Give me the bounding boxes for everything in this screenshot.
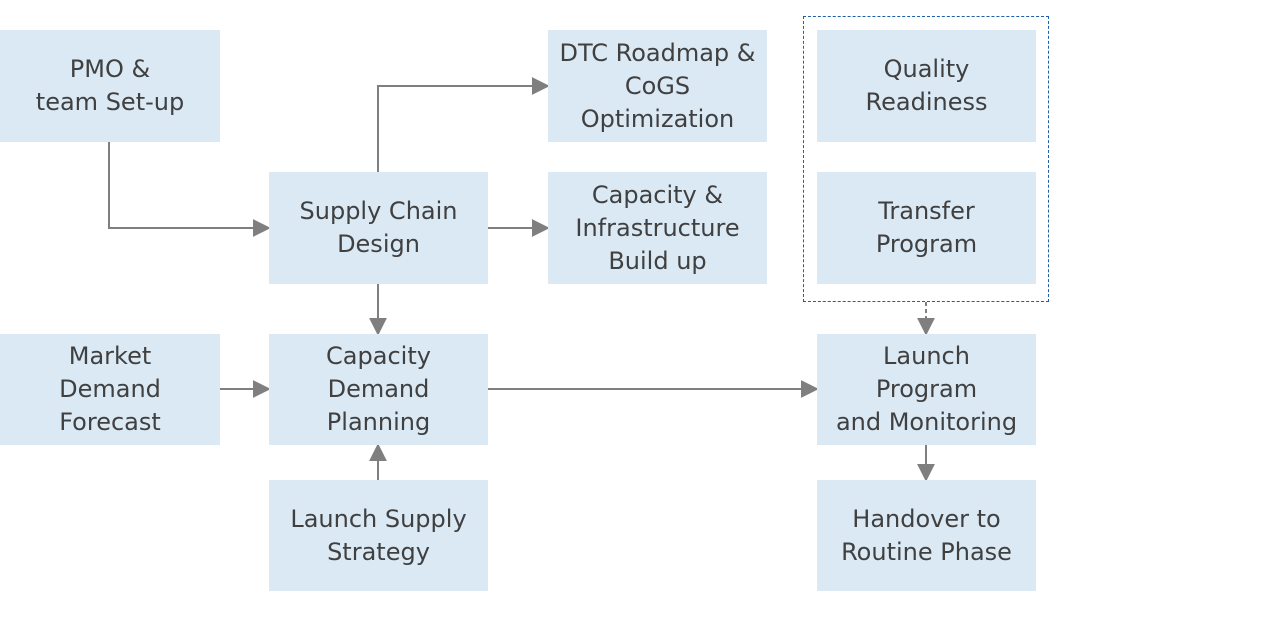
node-handover-routine-phase: Handover to Routine Phase (817, 480, 1036, 591)
node-capacity-infrastructure: Capacity & Infrastructure Build up (548, 172, 767, 284)
node-label: Launch Program and Monitoring (835, 342, 1018, 436)
node-label: PMO & team Set-up (35, 55, 185, 116)
node-label: Launch Supply Strategy (290, 504, 467, 566)
arrow-supply-chain-design-to-dtc-roadmap (377, 77, 550, 172)
node-launch-program-monitoring: Launch Program and Monitoring (817, 334, 1036, 445)
node-transfer-program: Transfer Program (817, 172, 1036, 284)
node-launch-supply-strategy: Launch Supply Strategy (269, 480, 488, 591)
node-supply-chain-design: Supply Chain Design (269, 172, 488, 284)
node-market-demand-forecast: Market Demand Forecast (0, 334, 220, 445)
node-label: Transfer Program (875, 197, 978, 258)
node-label: Market Demand Forecast (59, 342, 161, 436)
node-label: Handover to Routine Phase (841, 504, 1012, 566)
node-dtc-roadmap: DTC Roadmap & CoGS Optimization (548, 30, 767, 142)
node-label: Capacity & Infrastructure Build up (575, 180, 740, 275)
node-label: Quality Readiness (865, 55, 988, 116)
node-label: Supply Chain Design (299, 197, 458, 258)
node-capacity-demand-planning: Capacity Demand Planning (269, 334, 488, 445)
node-pmo-team-setup: PMO & team Set-up (0, 30, 220, 142)
node-label: DTC Roadmap & CoGS Optimization (559, 38, 756, 133)
readiness-group-outline (803, 16, 1049, 302)
arrow-pmo-to-supply-chain-design (108, 142, 271, 237)
node-label: Capacity Demand Planning (326, 342, 431, 436)
node-quality-readiness: Quality Readiness (817, 30, 1036, 142)
